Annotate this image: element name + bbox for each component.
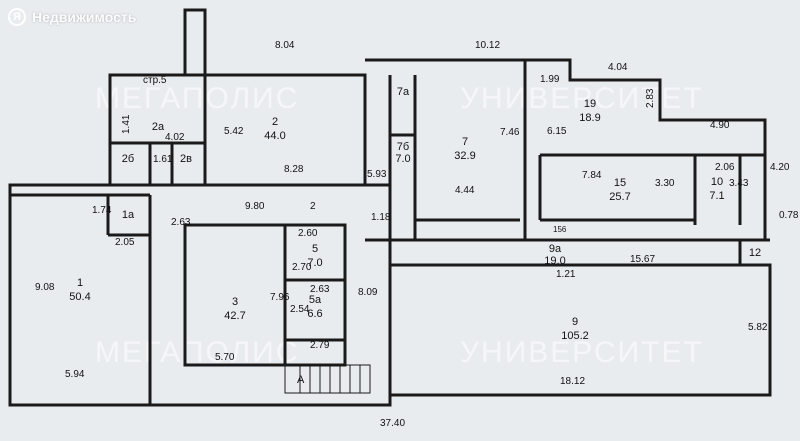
brand-logo-icon: Я xyxy=(8,8,26,26)
dimension-label: 2.79 xyxy=(310,340,330,351)
brand-bar: Я Недвижимость xyxy=(8,6,136,28)
dimension-label: 1.21 xyxy=(556,269,576,280)
dimension-label: 5.42 xyxy=(224,126,244,137)
room-area: 19.0 xyxy=(544,255,565,267)
watermark-universitet-top: УНИВЕРСИТЕТ xyxy=(460,82,704,115)
room-number: 12 xyxy=(749,247,761,259)
dimension-label: 15.67 xyxy=(630,254,655,265)
wall-left-block xyxy=(8,183,392,407)
room-number: 7а xyxy=(397,86,410,98)
dimension-label: 7.46 xyxy=(500,127,520,138)
dimension-label: 37.40 xyxy=(380,418,405,429)
dimension-label: 2.63 xyxy=(310,284,330,295)
room-area: 50.4 xyxy=(69,291,90,303)
walls xyxy=(8,8,772,407)
room-area: 6.6 xyxy=(307,308,322,320)
dimension-labels: 8.04 10.12 4.04 1.99 2.83 6.15 4.90 4.20… xyxy=(35,40,799,429)
room-number: 15 xyxy=(614,177,626,189)
room-number: 7 xyxy=(462,136,468,148)
dimension-label: 5.82 xyxy=(748,322,768,333)
room-area: 7.0 xyxy=(395,153,410,165)
wall-top-stair xyxy=(183,8,207,75)
dimension-label: 3.43 xyxy=(729,178,749,189)
room-area: 7.1 xyxy=(709,190,724,202)
small-mark: 156 xyxy=(553,225,567,234)
dimension-label: 7.84 xyxy=(582,170,602,181)
brand-name: Недвижимость xyxy=(32,9,137,25)
entrance-stair xyxy=(284,364,371,394)
dimension-label: 0.78 xyxy=(779,210,799,221)
room-area: 18.9 xyxy=(579,112,600,124)
dimension-label: 2.63 xyxy=(171,217,191,228)
entrance-marks: A 156 xyxy=(297,225,567,386)
dimension-label: 8.04 xyxy=(275,40,295,51)
watermark-universitet-bottom: УНИВЕРСИТЕТ xyxy=(460,336,704,369)
dimension-label: 1.41 xyxy=(121,114,132,134)
dimension-label: 6.15 xyxy=(547,126,567,137)
room-number: 10 xyxy=(711,176,723,188)
watermarks: МЕГАПОЛИС УНИВЕРСИТЕТ МЕГАПОЛИС УНИВЕРСИ… xyxy=(95,82,704,369)
room-number: 2б xyxy=(122,153,134,165)
room-area: 25.7 xyxy=(609,191,630,203)
dimension-label: 9.08 xyxy=(35,282,55,293)
room-area: 105.2 xyxy=(561,330,589,342)
dimension-label: 18.12 xyxy=(560,376,585,387)
dimension-label: 4.44 xyxy=(455,185,475,196)
room-number: 3 xyxy=(232,296,238,308)
room-number: 5 xyxy=(312,243,318,255)
dimension-label: 3.30 xyxy=(655,178,675,189)
dimension-label: 2.60 xyxy=(298,228,318,239)
room-number: 5а xyxy=(309,294,322,306)
room-number: 2в xyxy=(180,153,192,165)
dimension-label: 1.18 xyxy=(371,212,391,223)
dimension-label: 5.70 xyxy=(215,352,235,363)
dimension-label: 1.61 xyxy=(153,154,173,165)
room-number: 1 xyxy=(77,277,83,289)
dimension-label: 8.28 xyxy=(284,164,304,175)
watermark-megapolis-top: МЕГАПОЛИС xyxy=(95,82,299,115)
stair-label: A xyxy=(297,374,305,386)
dimension-label: 4.04 xyxy=(608,62,628,73)
dimension-label: 2.54 xyxy=(290,304,310,315)
room-number: 9 xyxy=(572,316,578,328)
building-label: стр.5 xyxy=(143,75,167,86)
room-area: 7.0 xyxy=(307,257,322,269)
dimension-label: 7.96 xyxy=(270,292,290,303)
dimension-label: 1.99 xyxy=(540,74,560,85)
dimension-label: 4.02 xyxy=(165,132,185,143)
room-number: 7б xyxy=(397,141,409,153)
room-area: 42.7 xyxy=(224,310,245,322)
room-number: 2 xyxy=(272,116,278,128)
dimension-label: 2.05 xyxy=(115,237,135,248)
room-number: 19 xyxy=(584,98,596,110)
room-labels: 1 50.4 1а 2 44.0 2а 2б 2в 3 42.7 5 7.0 5… xyxy=(69,86,761,342)
room-area: 44.0 xyxy=(264,130,285,142)
dimension-label: 2.70 xyxy=(292,262,312,273)
dimension-label: 5.94 xyxy=(65,369,85,380)
dimension-label: 2 xyxy=(310,201,316,212)
dimension-label: 9.80 xyxy=(245,201,265,212)
room-number: 2а xyxy=(152,121,165,133)
room-area: 32.9 xyxy=(454,150,475,162)
dimension-label: 10.12 xyxy=(475,40,500,51)
dimension-label: 2.83 xyxy=(645,88,656,108)
dimension-label: 8.09 xyxy=(358,287,378,298)
room-number: 1а xyxy=(122,209,135,221)
wall-room-9 xyxy=(388,263,772,397)
dimension-label: 1.74 xyxy=(92,205,112,216)
dimension-label: 2.06 xyxy=(715,162,735,173)
dimension-label: 5.93 xyxy=(367,169,387,180)
dimension-label: 4.20 xyxy=(770,162,790,173)
room-number: 9а xyxy=(549,243,562,255)
dimension-label: 4.90 xyxy=(710,120,730,131)
wall-right-block xyxy=(525,58,767,242)
